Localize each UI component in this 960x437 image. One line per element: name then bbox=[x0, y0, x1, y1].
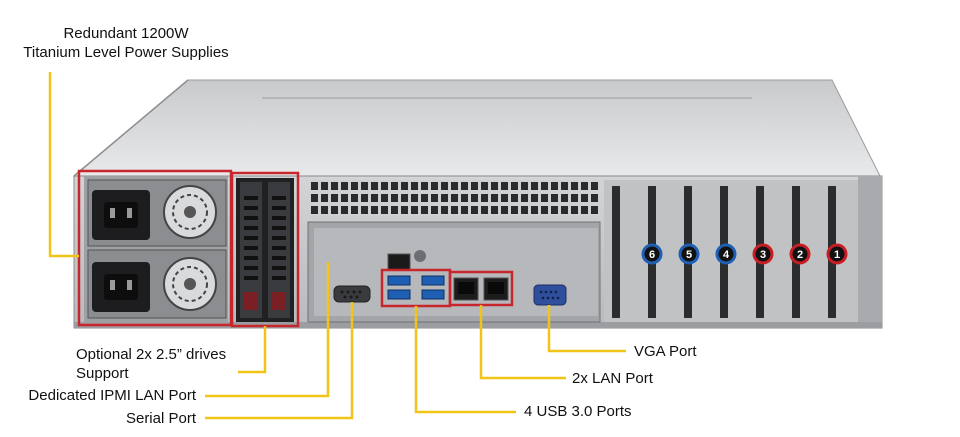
callout-usb: 4 USB 3.0 Ports bbox=[524, 403, 632, 420]
slot-badge-number: 1 bbox=[834, 249, 840, 261]
leader-drives bbox=[238, 326, 267, 374]
slot-badge-ring bbox=[678, 243, 700, 265]
slot-badge-5: 5 bbox=[678, 243, 700, 265]
callout-drives: Optional 2x 2.5” drives Support bbox=[76, 345, 226, 383]
slot-badge-3: 3 bbox=[752, 243, 774, 265]
slot-badge-number: 6 bbox=[649, 249, 655, 261]
leader-power-supplies bbox=[48, 72, 79, 258]
chassis-bottom-edge bbox=[74, 322, 882, 328]
leader-serial bbox=[205, 302, 354, 420]
leader-lines bbox=[48, 72, 626, 420]
slot-badge-4: 4 bbox=[715, 243, 737, 265]
drive-release-1 bbox=[244, 292, 258, 310]
slot-badge-ring bbox=[641, 243, 663, 265]
slot-badge-ring bbox=[715, 243, 737, 265]
psu-1 bbox=[87, 179, 227, 247]
slot-badge-number: 2 bbox=[797, 249, 803, 261]
lan-ports bbox=[453, 277, 509, 301]
slot-badge-6: 6 bbox=[641, 243, 663, 265]
chassis-top-cover bbox=[72, 79, 881, 177]
slot-badge-ring bbox=[789, 243, 811, 265]
ipmi-lan-port bbox=[387, 253, 411, 271]
rear-vent-grid bbox=[310, 180, 600, 216]
callout-ipmi: Dedicated IPMI LAN Port bbox=[28, 387, 196, 404]
drive-bays bbox=[236, 178, 294, 322]
leader-lan bbox=[479, 305, 566, 380]
uid-button bbox=[414, 250, 426, 262]
slot-badge-2: 2 bbox=[789, 243, 811, 265]
expansion-slot-badges: 6 5 4 3 2 1 bbox=[641, 243, 848, 265]
callout-power-supplies: Redundant 1200W Titanium Level Power Sup… bbox=[6, 24, 246, 62]
callout-serial: Serial Port bbox=[125, 410, 196, 427]
chassis-right-wall bbox=[858, 176, 882, 322]
slot-badge-number: 5 bbox=[686, 249, 692, 261]
leader-vga bbox=[547, 305, 626, 353]
callout-drives-line2: Support bbox=[76, 365, 129, 382]
cover-edge-left bbox=[73, 79, 189, 177]
callout-power-supplies-line2: Titanium Level Power Supplies bbox=[23, 44, 229, 61]
callout-vga: VGA Port bbox=[634, 343, 697, 360]
psu-2 bbox=[87, 249, 227, 319]
slot-badge-number: 3 bbox=[760, 249, 766, 261]
callout-drives-line1: Optional 2x 2.5” drives bbox=[76, 346, 227, 363]
serial-port bbox=[333, 285, 371, 303]
leader-ipmi bbox=[205, 262, 330, 398]
slot-badge-number: 4 bbox=[723, 249, 730, 261]
slot-badge-ring bbox=[752, 243, 774, 265]
leader-usb bbox=[414, 306, 516, 414]
slot-badge-ring bbox=[826, 243, 848, 265]
callout-power-supplies-line1: Redundant 1200W bbox=[63, 25, 189, 42]
vga-port bbox=[533, 284, 567, 306]
callout-lan: 2x LAN Port bbox=[572, 370, 653, 387]
slot-badge-1: 1 bbox=[826, 243, 848, 265]
usb-ports bbox=[387, 275, 445, 300]
drive-release-2 bbox=[272, 292, 286, 310]
